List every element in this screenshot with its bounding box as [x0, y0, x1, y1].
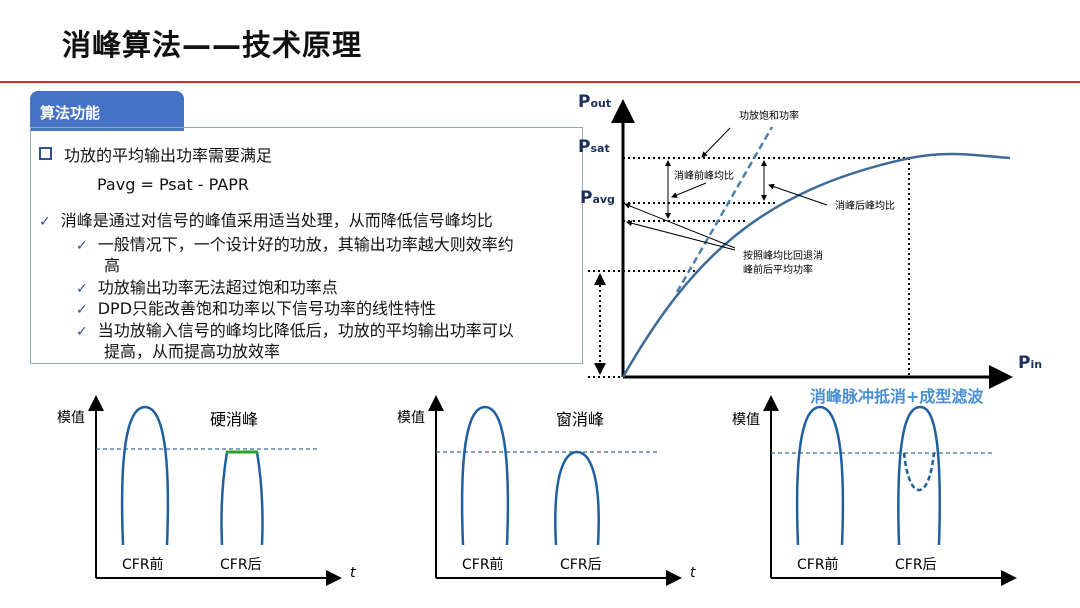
- square-bullet-icon: [39, 147, 52, 160]
- subpoint: ✓ 一般情况下，一个设计好的功放，其输出功率越大则效率约: [76, 231, 514, 255]
- x-label: t: [690, 565, 696, 581]
- formula: Pavg = Psat - PAPR: [97, 175, 249, 194]
- x-label: t: [350, 565, 356, 581]
- section-tab: 算法功能: [30, 91, 184, 131]
- label-papr-before: 消峰前峰均比: [674, 169, 734, 182]
- pavg-label: Pavg: [580, 188, 615, 208]
- page-title: 消峰算法——技术原理: [62, 28, 363, 62]
- label-after: CFR后: [220, 557, 262, 573]
- pulse-after: [897, 405, 941, 546]
- label-sat-power: 功放饱和功率: [739, 109, 799, 122]
- main-point-text: 消峰是通过对信号的峰值采用适当处理，从而降低信号峰均比: [60, 211, 493, 230]
- check-icon: ✓: [76, 302, 88, 318]
- psat-label: Psat: [578, 137, 610, 157]
- window-clipping-diagram: 模值 窗消峰 CFR前 CFR后 t: [397, 395, 696, 586]
- subpoint-text: 一般情况下，一个设计好的功放，其输出功率越大则效率约: [97, 235, 514, 254]
- backoff-pointer-2: [626, 220, 736, 251]
- check-icon: ✓: [76, 238, 88, 254]
- label-backoff-1: 按照峰均比回退消: [743, 249, 823, 262]
- subpoint-cont: 提高，从而提高功放效率: [104, 342, 281, 361]
- diagram-title: 硬消峰: [210, 410, 258, 429]
- linear-dashed-line: [675, 126, 774, 293]
- main-point: ✓ 消峰是通过对信号的峰值采用适当处理，从而降低信号峰均比: [39, 207, 493, 231]
- y-label: 模值: [397, 410, 425, 426]
- subpoint: ✓ 当功放输入信号的峰均比降低后，功放的平均输出功率可以: [76, 317, 514, 341]
- y-label: 模值: [57, 410, 85, 426]
- pulse-after: [220, 451, 264, 546]
- pa-transfer-diagram: 功放饱和功率 消峰前峰均比 消峰后峰均比 按照峰均比回退消 峰前后平均功率 Po…: [578, 92, 1042, 389]
- y-axis-label: Pout: [578, 92, 611, 112]
- hard-clipping-diagram: 模值 硬消峰 CFR前 CFR后 t: [57, 395, 356, 586]
- heading-line: 功放的平均输出功率需要满足: [39, 142, 272, 166]
- label-before: CFR前: [462, 556, 504, 573]
- algorithm-function-box: [30, 127, 583, 364]
- pulse-before: [795, 405, 845, 546]
- subpoint-text: 功放输出功率无法超过饱和功率点: [97, 278, 338, 297]
- subpoint-text: DPD只能改善饱和功率以下信号功率的线性特性: [97, 299, 437, 318]
- sat-pointer: [701, 127, 731, 158]
- subpoint: ✓ DPD只能改善饱和功率以下信号功率的线性特性: [76, 295, 436, 319]
- label-before: CFR前: [797, 556, 839, 573]
- check-icon: ✓: [76, 281, 88, 297]
- label-papr-after: 消峰后峰均比: [835, 199, 895, 212]
- pulse-after: [554, 450, 600, 546]
- pa-curve: [621, 152, 1011, 378]
- y-label: 模值: [732, 412, 760, 428]
- heading-text: 功放的平均输出功率需要满足: [64, 146, 273, 165]
- subpoint-text: 当功放输入信号的峰均比降低后，功放的平均输出功率可以: [97, 321, 514, 340]
- title-divider: [0, 81, 1080, 83]
- pulse-before: [120, 405, 170, 546]
- subpoint-cont: 高: [104, 256, 121, 275]
- subpoint: ✓ 功放输出功率无法超过饱和功率点: [76, 274, 338, 298]
- pulse-before: [460, 405, 510, 546]
- label-after: CFR后: [895, 557, 937, 573]
- label-after: CFR后: [560, 557, 602, 573]
- diagram-title: 窗消峰: [556, 410, 604, 429]
- backoff-pointer-1: [624, 203, 736, 249]
- cancellation-pulse: [902, 452, 936, 492]
- check-icon: ✓: [76, 324, 88, 340]
- diagram-title: 消峰脉冲抵消+成型滤波: [810, 387, 984, 406]
- label-backoff-2: 峰前后平均功率: [743, 263, 813, 276]
- before-pointer: [671, 182, 707, 198]
- x-axis-label: Pin: [1018, 353, 1042, 373]
- label-before: CFR前: [122, 556, 164, 573]
- after-pointer: [768, 183, 828, 206]
- check-icon: ✓: [39, 214, 51, 230]
- pulse-cancellation-diagram: 模值 消峰脉冲抵消+成型滤波 CFR前 CFR后: [732, 387, 1017, 586]
